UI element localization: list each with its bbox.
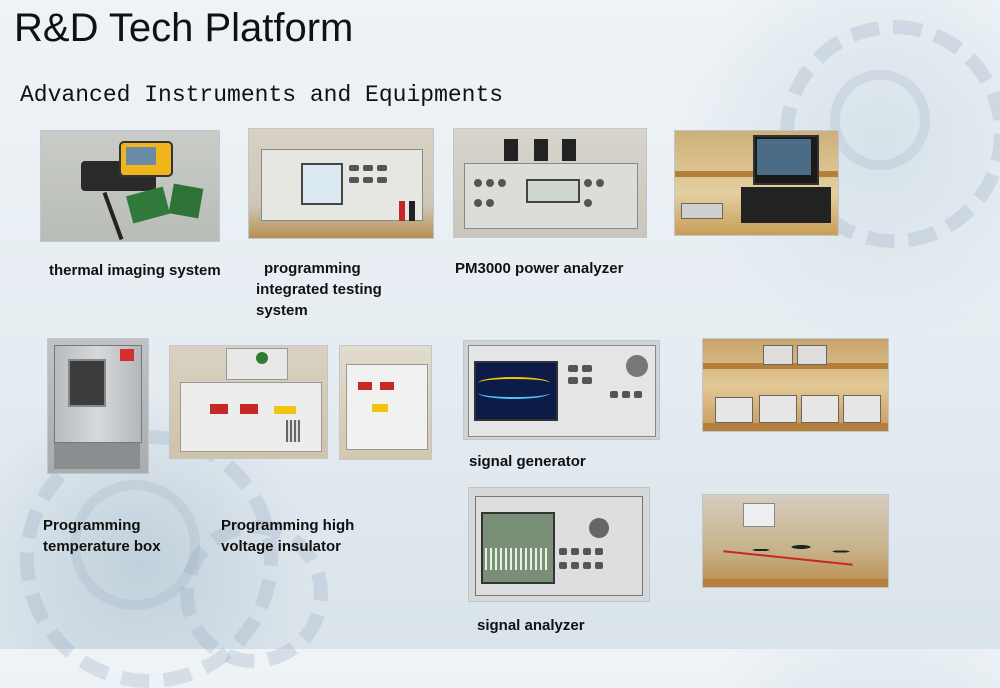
caption-signal-generator: signal generator [469,453,586,470]
caption-pm3000: PM3000 power analyzer [455,260,624,277]
slide-subtitle: Advanced Instruments and Equipments [20,82,504,108]
caption-programming-testing: programming integrated testing system [256,260,382,319]
background-gear-icon [830,70,930,170]
caption-signal-analyzer: signal analyzer [477,617,585,634]
slide-title: R&D Tech Platform [14,6,354,50]
pm3000-analyzer-photo [453,128,647,238]
caption-temperature-box: Programming temperature box [43,517,161,555]
temperature-box-photo [47,338,149,474]
probes-bench-photo [702,494,889,588]
lab-bench-scopes-photo [702,338,889,432]
background-gear-icon [70,480,200,610]
thermal-imaging-photo [40,130,220,242]
programming-testing-photo [248,128,434,239]
hv-insulator-photo-2 [339,345,432,460]
signal-generator-photo [463,340,660,440]
caption-hv-insulator: Programming high voltage insulator [221,517,355,555]
hv-insulator-photo-1 [169,345,328,459]
signal-analyzer-photo [468,487,650,602]
pc-workstation-photo [674,130,839,236]
caption-thermal-imaging: thermal imaging system [49,262,221,279]
